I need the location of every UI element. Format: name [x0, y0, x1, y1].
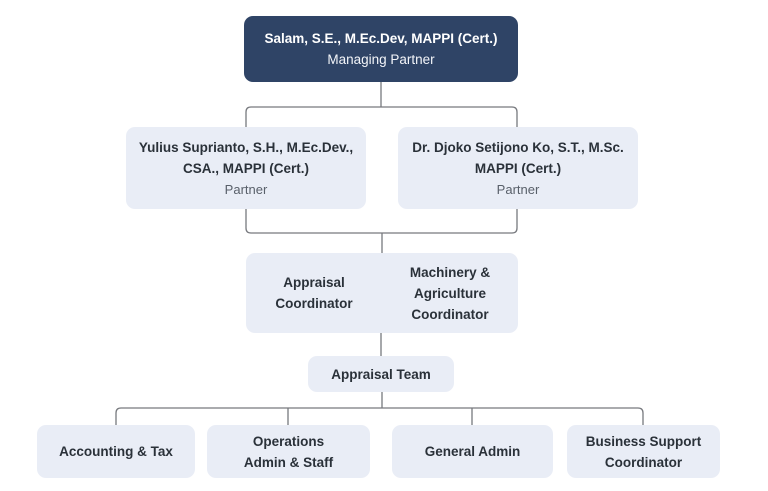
- machinery-agriculture-coordinator-label: Machinery & Agriculture Coordinator: [409, 264, 491, 322]
- node-business-support-coordinator: Business Support Coordinator: [567, 425, 720, 478]
- node-managing-partner: Salam, S.E., M.Ec.Dev, MAPPI (Cert.) Man…: [244, 16, 518, 82]
- managing-partner-role: Managing Partner: [327, 52, 435, 67]
- node-accounting-tax: Accounting & Tax: [37, 425, 195, 478]
- operations-admin-staff-label: Operations Admin & Staff: [243, 433, 334, 470]
- appraisal-team-label: Appraisal Team: [331, 366, 431, 382]
- business-support-coordinator-label: Business Support Coordinator: [585, 433, 702, 470]
- node-partner-djoko: Dr. Djoko Setijono Ko, S.T., M.Sc. MAPPI…: [398, 127, 638, 209]
- node-coordinators: Appraisal Coordinator Machinery & Agricu…: [246, 253, 518, 333]
- coordinators-row: Appraisal Coordinator Machinery & Agricu…: [246, 253, 518, 333]
- node-general-admin: General Admin: [392, 425, 553, 478]
- managing-partner-name: Salam, S.E., M.Ec.Dev, MAPPI (Cert.): [264, 31, 498, 46]
- node-partner-yulius: Yulius Suprianto, S.H., M.Ec.Dev., CSA.,…: [126, 127, 366, 209]
- partner-yulius-role: Partner: [224, 181, 268, 197]
- partner-djoko-role: Partner: [496, 181, 540, 197]
- partner-yulius-name: Yulius Suprianto, S.H., M.Ec.Dev., CSA.,…: [138, 139, 354, 176]
- coordinator-machinery-cell: Machinery & Agriculture Coordinator: [382, 253, 518, 333]
- appraisal-coordinator-label: Appraisal Coordinator: [275, 275, 353, 311]
- node-appraisal-team: Appraisal Team: [308, 356, 454, 392]
- node-operations-admin-staff: Operations Admin & Staff: [207, 425, 370, 478]
- accounting-tax-label: Accounting & Tax: [59, 444, 173, 459]
- partner-djoko-name: Dr. Djoko Setijono Ko, S.T., M.Sc. MAPPI…: [412, 139, 624, 176]
- coordinator-appraisal-cell: Appraisal Coordinator: [246, 253, 382, 333]
- general-admin-label: General Admin: [424, 444, 521, 459]
